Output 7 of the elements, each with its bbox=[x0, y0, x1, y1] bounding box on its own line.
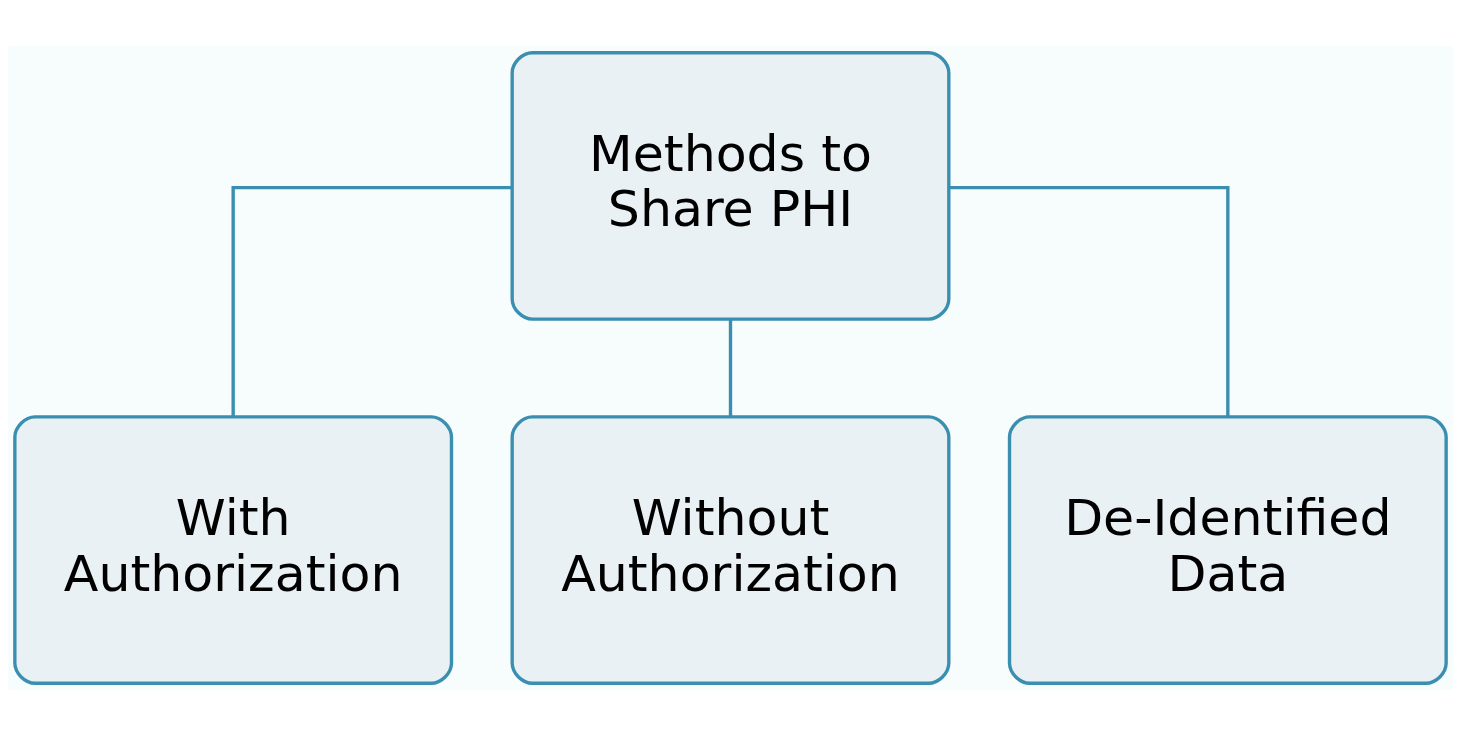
connector bbox=[231, 185, 512, 417]
connector bbox=[728, 319, 733, 417]
node-box: Methods to Share PHI bbox=[510, 51, 951, 321]
node-box: With Authorization bbox=[13, 415, 454, 685]
node-box: De-Identified Data bbox=[1007, 415, 1448, 685]
node-box: Without Authorization bbox=[510, 415, 951, 685]
connector bbox=[949, 185, 1230, 417]
